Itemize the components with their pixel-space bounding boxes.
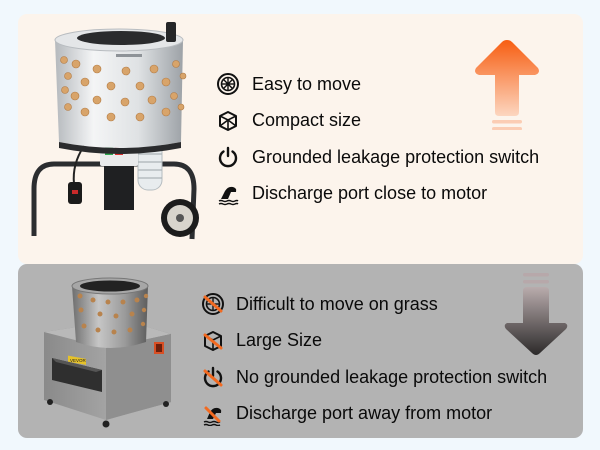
portable-plucker-image xyxy=(31,22,199,240)
feature-discharge-port: Discharge port close to motor xyxy=(216,176,539,213)
cabinet-plucker-image: VEVOR xyxy=(44,277,171,428)
feature-compact-size: Compact size xyxy=(216,103,539,140)
power-icon xyxy=(218,147,238,168)
feature-label: Discharge port away from motor xyxy=(236,403,493,424)
feature-difficult-to-move: Difficult to move on grass xyxy=(201,286,547,323)
box-crossed-icon xyxy=(203,330,223,351)
water-outlet-crossed-icon xyxy=(203,406,222,426)
feature-label: Compact size xyxy=(252,110,362,131)
wheel-icon xyxy=(217,73,239,96)
wheel-crossed-icon xyxy=(202,293,224,316)
feature-label: Discharge port close to motor xyxy=(252,183,488,204)
power-crossed-icon xyxy=(203,367,223,388)
feature-label: No grounded leakage protection switch xyxy=(236,366,548,387)
advantages-panel: Easy to move Compact size Grounded leaka… xyxy=(18,14,583,264)
disadvantages-list: Difficult to move on grass Large Size No… xyxy=(201,286,547,432)
feature-label: Easy to move xyxy=(252,73,362,94)
feature-easy-to-move: Easy to move xyxy=(216,66,539,103)
feature-large-size: Large Size xyxy=(201,323,547,360)
brand-label: VEVOR xyxy=(70,358,87,363)
advantages-list: Easy to move Compact size Grounded leaka… xyxy=(216,66,539,212)
disadvantages-panel: VEVOR xyxy=(18,264,583,438)
feature-label: Large Size xyxy=(236,330,323,351)
feature-leakage-switch: Grounded leakage protection switch xyxy=(216,139,539,176)
water-outlet-icon xyxy=(218,186,239,205)
feature-label: Grounded leakage protection switch xyxy=(252,146,540,167)
feature-discharge-away: Discharge port away from motor xyxy=(201,396,547,433)
box-icon xyxy=(219,110,237,131)
down-arrow-icon xyxy=(504,273,568,355)
feature-label: Difficult to move on grass xyxy=(236,293,438,314)
feature-no-leakage-switch: No grounded leakage protection switch xyxy=(201,359,547,396)
up-arrow-icon xyxy=(475,40,539,130)
